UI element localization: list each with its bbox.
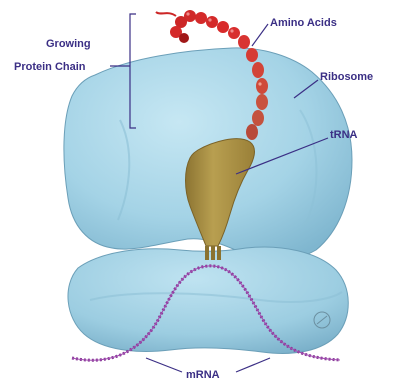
trna-anticodon bbox=[217, 246, 221, 260]
amino-acid-bead bbox=[252, 62, 264, 78]
amino-acid-highlight bbox=[208, 18, 211, 21]
amino-acid-bead bbox=[238, 35, 250, 49]
mrna-leader-left bbox=[146, 358, 182, 372]
label-trna: tRNA bbox=[330, 129, 358, 141]
amino-acid-bead bbox=[256, 94, 268, 110]
amino-acid-bead bbox=[206, 16, 218, 28]
label-ribosome: Ribosome bbox=[320, 71, 373, 83]
trna-anticodon bbox=[211, 246, 215, 260]
amino-acid-bead bbox=[217, 21, 229, 33]
ribosome-small-subunit bbox=[68, 247, 348, 353]
amino-acid-bead bbox=[246, 124, 258, 140]
amino-acid-tail bbox=[156, 12, 176, 16]
amino-acid-bead bbox=[246, 48, 258, 62]
amino-acid-bead bbox=[195, 12, 207, 24]
amino-acids-leader bbox=[252, 24, 268, 46]
amino-acid-highlight bbox=[230, 29, 233, 32]
label-amino-acids: Amino Acids bbox=[270, 17, 337, 29]
label-growing: Growing bbox=[46, 38, 91, 50]
amino-acid-highlight bbox=[258, 82, 261, 85]
label-mrna: mRNA bbox=[186, 369, 220, 381]
amino-acid-bead bbox=[256, 78, 268, 94]
amino-acid-bead bbox=[228, 27, 240, 39]
label-protein-chain: Protein Chain bbox=[14, 61, 86, 73]
amino-acid-bead bbox=[179, 33, 189, 43]
amino-acid-highlight bbox=[186, 12, 189, 15]
mrna-leader-right bbox=[236, 358, 270, 372]
trna-anticodon bbox=[205, 246, 209, 260]
amino-acid-bead bbox=[252, 110, 264, 126]
